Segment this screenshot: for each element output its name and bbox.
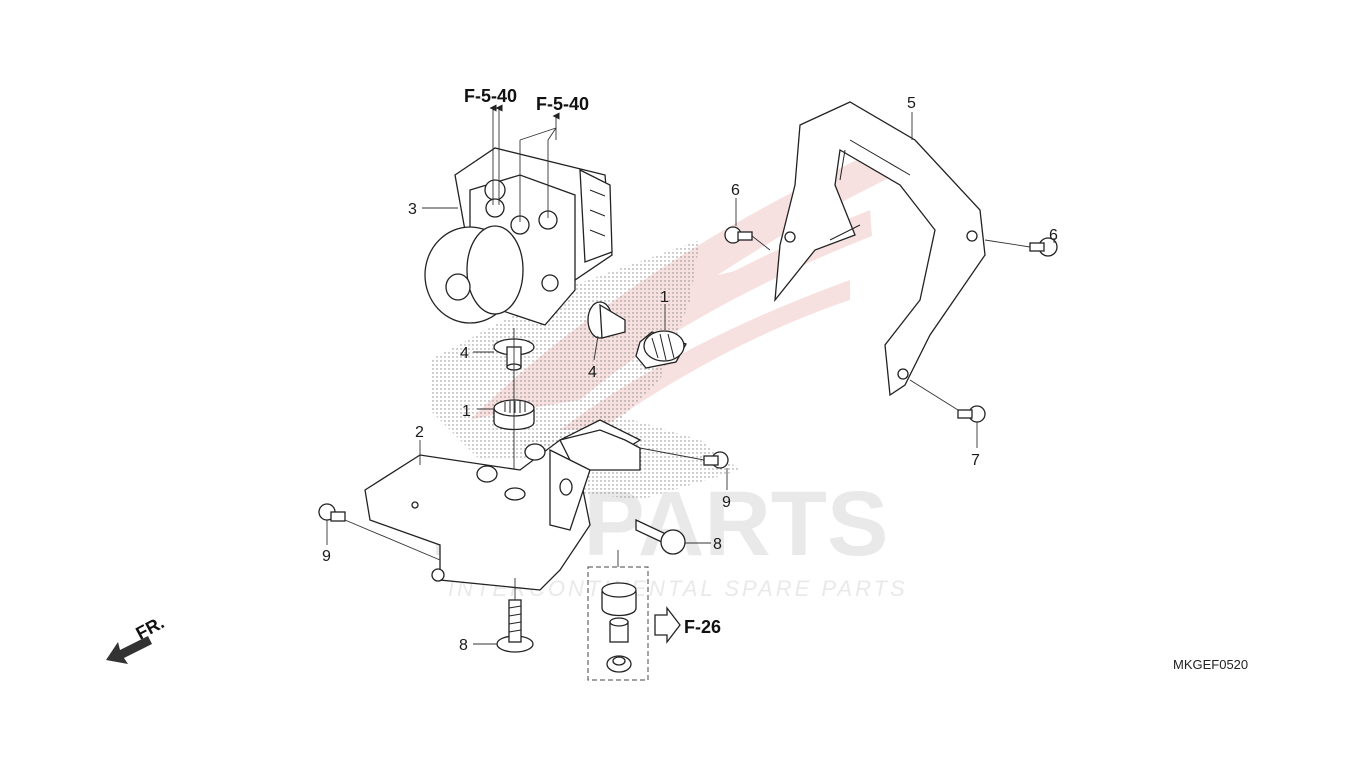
abs-cover bbox=[774, 101, 986, 397]
bolt-cover-right bbox=[984, 237, 1058, 257]
front-indicator-label: FR. bbox=[132, 612, 167, 643]
callout-8-right[interactable]: 8 bbox=[713, 536, 722, 553]
bolt-cover-lower bbox=[909, 379, 986, 423]
bolt-bracket-bottom bbox=[496, 578, 534, 653]
callout-9-right[interactable]: 9 bbox=[722, 494, 731, 511]
diagram-code: MKGEF0520 bbox=[1173, 657, 1248, 672]
bolt-bracket-front bbox=[635, 518, 686, 555]
reference-arrows-f540 bbox=[489, 104, 560, 222]
ref-f26[interactable]: F-26 bbox=[684, 617, 721, 637]
callout-1-left[interactable]: 1 bbox=[462, 403, 471, 420]
bolt-bracket-right bbox=[639, 447, 729, 469]
callout-6-right[interactable]: 6 bbox=[1049, 227, 1058, 244]
callout-5[interactable]: 5 bbox=[907, 95, 916, 112]
abs-bracket bbox=[364, 419, 642, 591]
bolt-cover-upper bbox=[724, 226, 771, 251]
ref-f540-left[interactable]: F-5-40 bbox=[464, 86, 517, 106]
callout-7[interactable]: 7 bbox=[971, 452, 980, 469]
callout-2[interactable]: 2 bbox=[415, 424, 424, 441]
callout-4-left[interactable]: 4 bbox=[460, 345, 469, 362]
callout-9-left[interactable]: 9 bbox=[322, 548, 331, 565]
callout-4-right[interactable]: 4 bbox=[588, 364, 597, 381]
front-direction-arrow-icon bbox=[106, 636, 152, 664]
bolt-bracket-left bbox=[318, 503, 441, 561]
callout-6-left[interactable]: 6 bbox=[731, 182, 740, 199]
callout-3[interactable]: 3 bbox=[408, 201, 417, 218]
mount-rubber-right bbox=[587, 301, 687, 369]
callout-leaders bbox=[326, 112, 1055, 645]
mount-rubber-left bbox=[493, 328, 535, 490]
ref-f540-right[interactable]: F-5-40 bbox=[536, 94, 589, 114]
callout-1-right[interactable]: 1 bbox=[660, 289, 669, 306]
callout-8-bottom[interactable]: 8 bbox=[459, 637, 468, 654]
f26-mount-group bbox=[587, 550, 681, 681]
